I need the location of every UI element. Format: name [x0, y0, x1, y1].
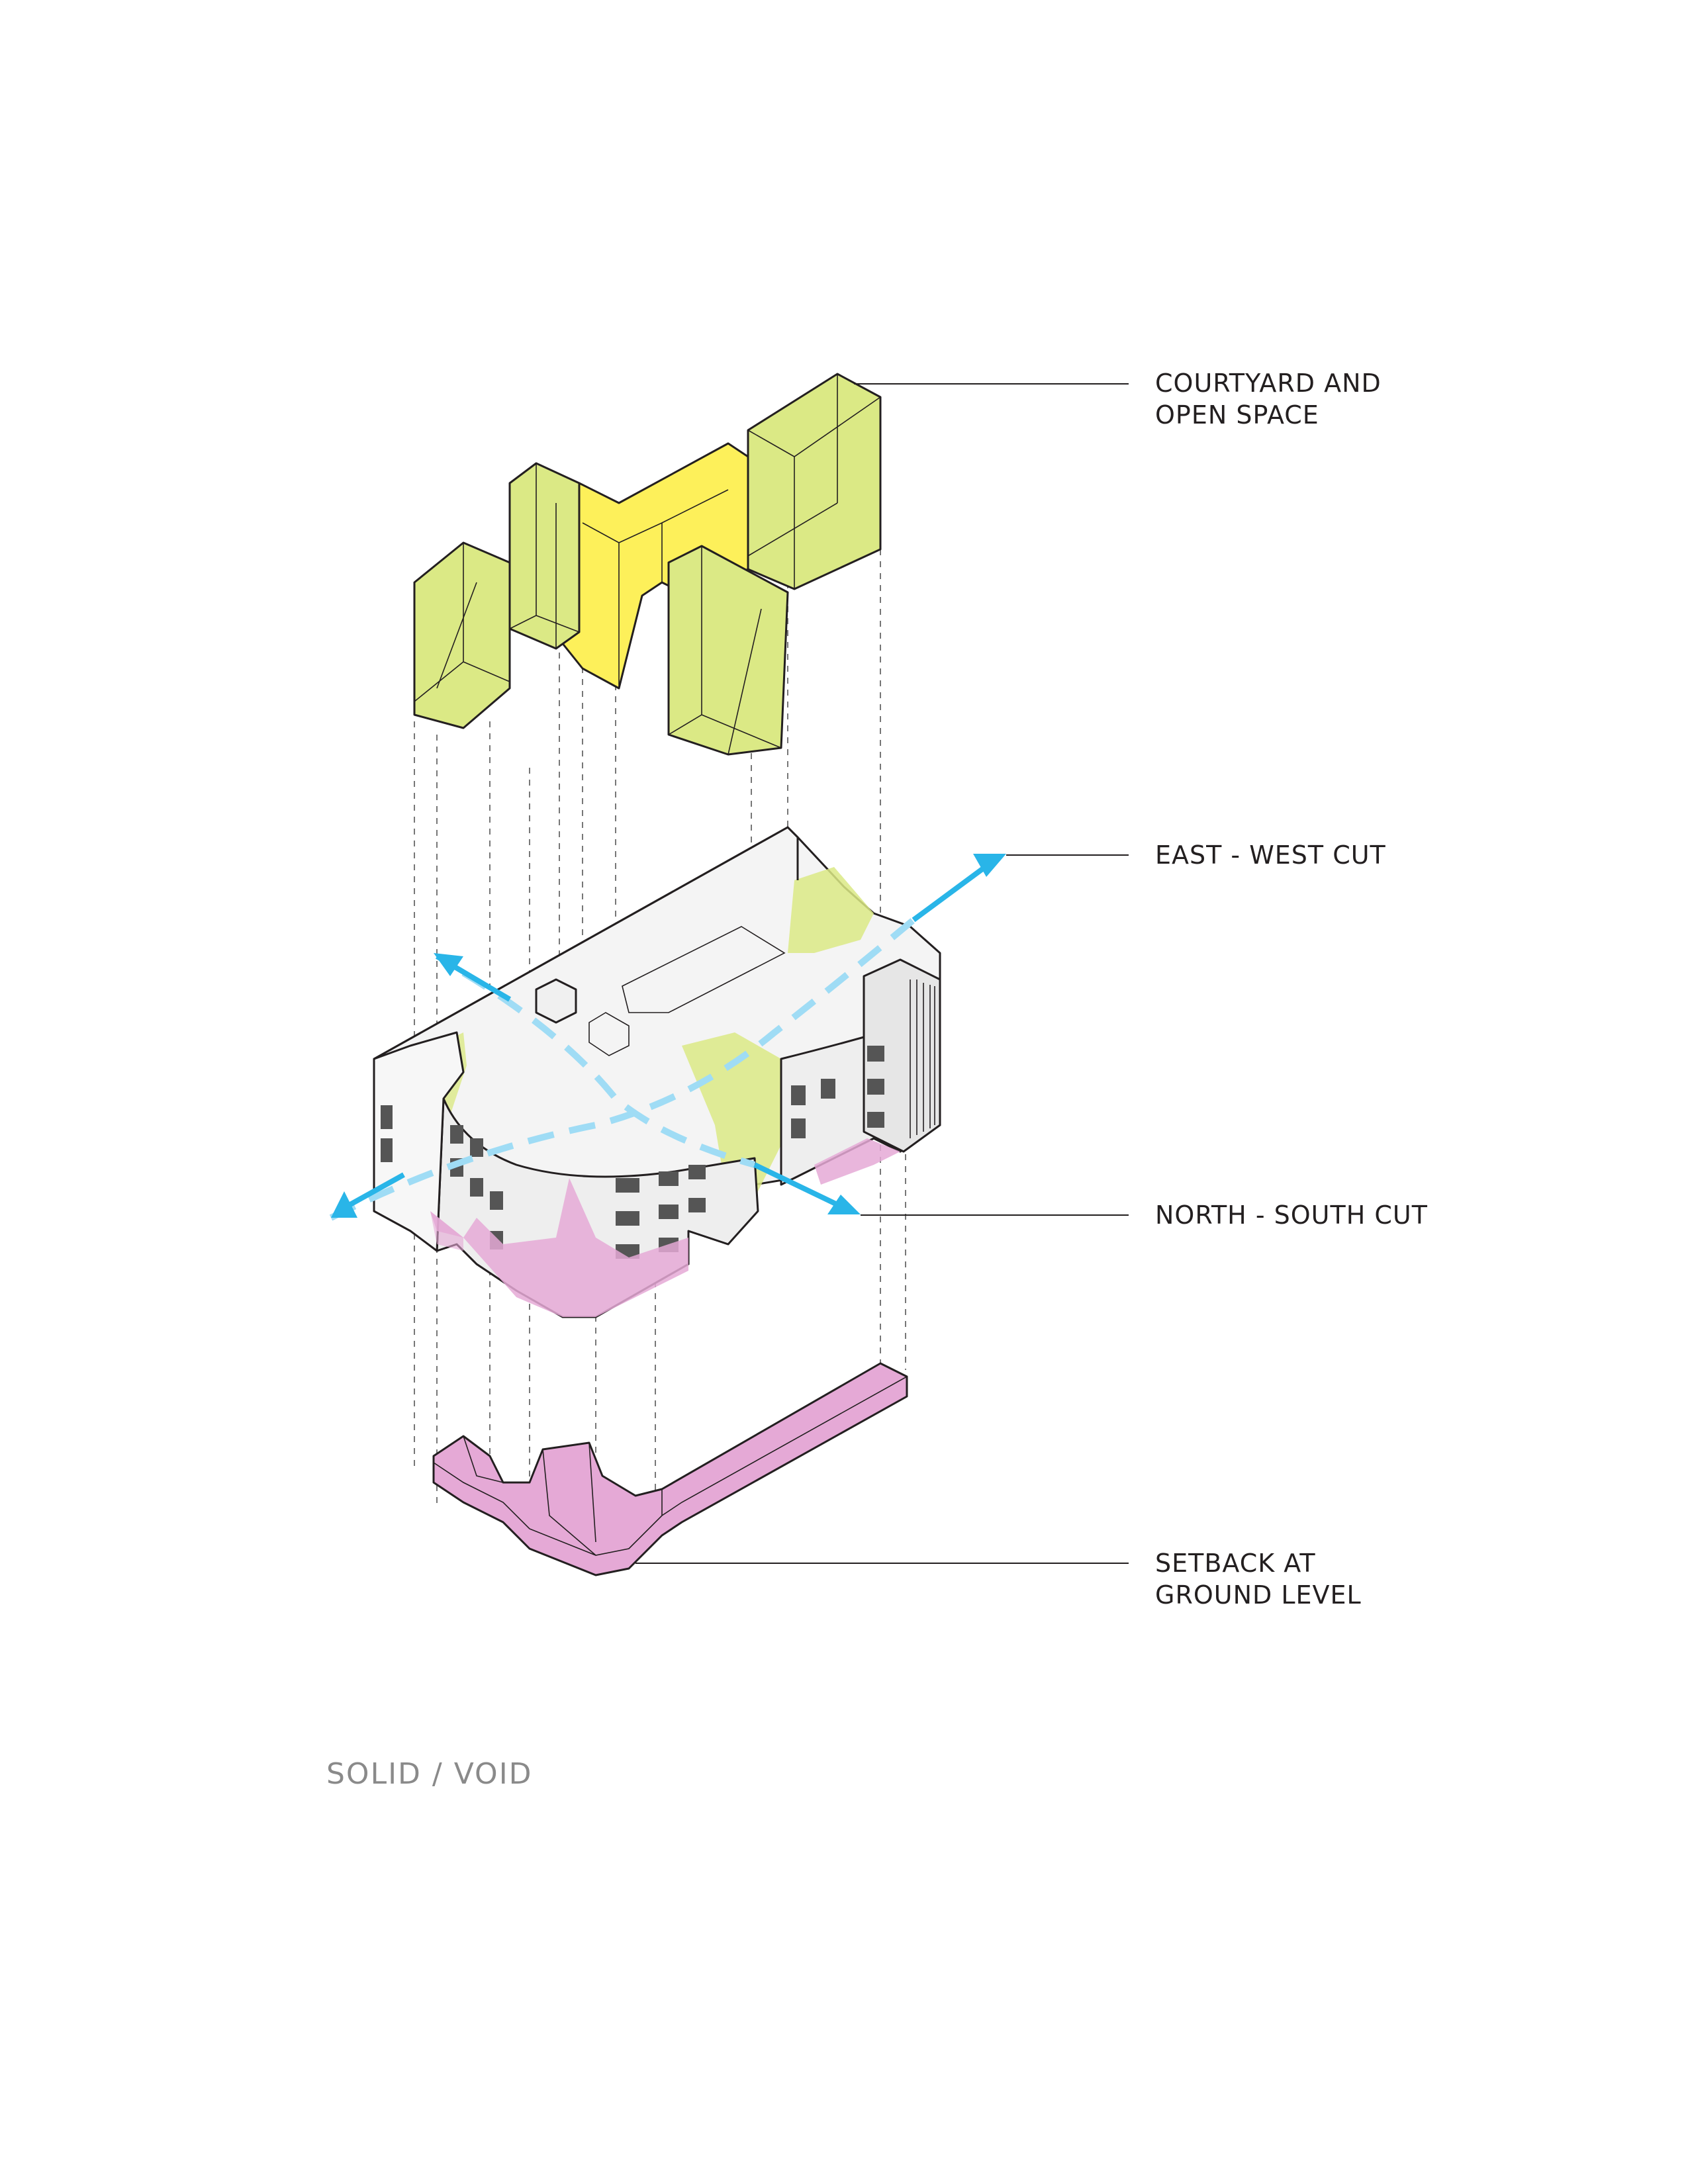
- east-west-arrowhead-right: [973, 854, 1006, 877]
- east-west-cut: [329, 854, 1006, 1221]
- courtyard-open-space-volumes: [413, 373, 882, 756]
- label-north-south-text: NORTH - SOUTH CUT: [1155, 1201, 1428, 1230]
- east-west-arrowhead-left: [331, 1191, 357, 1218]
- rooftop-box: [535, 978, 577, 1024]
- stair-tower: [863, 958, 941, 1153]
- leader-lines: [635, 383, 1129, 1564]
- stair-tower-louvers: [910, 979, 935, 1138]
- label-north-south-cut: NORTH - SOUTH CUT: [1155, 1199, 1428, 1231]
- label-setback-line2: GROUND LEVEL: [1155, 1580, 1362, 1610]
- north-south-arrowhead-top: [434, 953, 463, 976]
- ground-setback-right: [814, 1138, 900, 1185]
- setback-ground-level-volume: [432, 1362, 908, 1576]
- label-east-west-text: EAST - WEST CUT: [1155, 841, 1386, 870]
- north-south-cut: [434, 953, 861, 1214]
- windows: [381, 1046, 884, 1259]
- courtyard-block-left: [413, 541, 511, 729]
- yellow-rooftop-small: [588, 1012, 630, 1056]
- label-courtyard-line2: OPEN SPACE: [1155, 400, 1319, 430]
- ground-setback-under-building: [430, 1178, 688, 1317]
- courtyard-void-right: [788, 867, 874, 953]
- ground-setback-left-end: [430, 1211, 463, 1251]
- label-courtyard-line1: COURTYARD AND: [1155, 369, 1382, 398]
- north-south-arrowhead-bottom: [827, 1195, 861, 1214]
- courtyard-block-right-tall: [747, 373, 882, 590]
- label-setback-line1: SETBACK AT: [1155, 1549, 1316, 1578]
- label-courtyard-open-space: COURTYARD AND OPEN SPACE: [1155, 367, 1382, 431]
- yellow-rooftop-court: [622, 926, 786, 1013]
- facade-left-end: [373, 1031, 465, 1252]
- setback-top: [432, 1362, 908, 1576]
- diagram-caption: SOLID / VOID: [326, 1757, 533, 1791]
- label-east-west-cut: EAST - WEST CUT: [1155, 839, 1386, 871]
- courtyard-block-left-tall: [508, 462, 581, 650]
- building-massing: [373, 826, 941, 1318]
- courtyard-block-mid-front: [667, 545, 789, 756]
- label-setback-ground-level: SETBACK AT GROUND LEVEL: [1155, 1547, 1362, 1611]
